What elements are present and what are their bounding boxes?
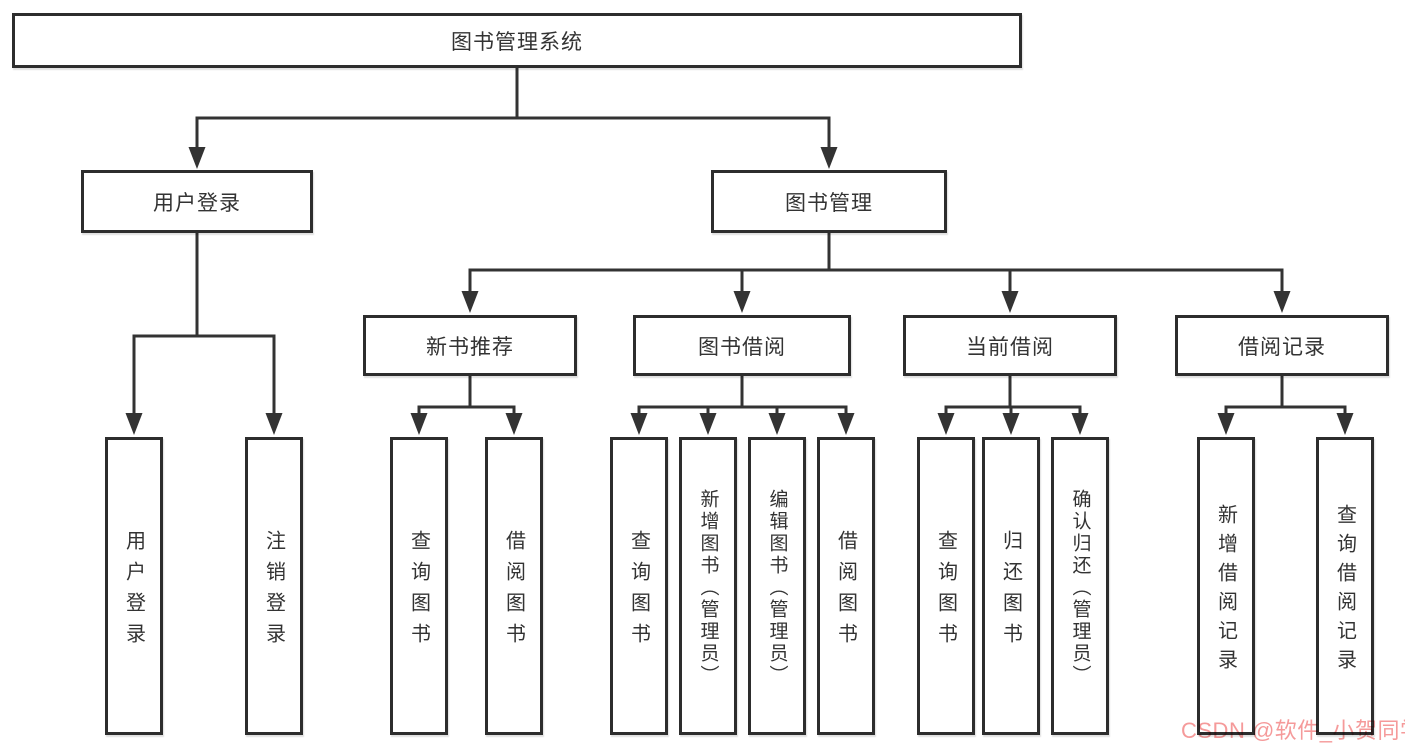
node-label: 用户登录 <box>153 191 241 215</box>
node-book-borrowing: 图书借阅 <box>633 315 851 376</box>
leaf-add-book-admin: 新增图书（管理员） <box>679 437 737 735</box>
leaf-logout: 注销登录 <box>245 437 303 735</box>
leaf-query-borrow-record: 查询借阅记录 <box>1316 437 1374 735</box>
leaf-label: 归还图书 <box>999 529 1022 654</box>
leaf-add-borrow-record: 新增借阅记录 <box>1197 437 1255 735</box>
node-new-book-recommend: 新书推荐 <box>363 315 577 376</box>
leaf-label: 借阅图书 <box>834 529 857 654</box>
leaf-query-books-recommend: 查询图书 <box>390 437 448 735</box>
node-current-borrowing: 当前借阅 <box>903 315 1117 376</box>
leaf-query-books-borrowing: 查询图书 <box>610 437 668 735</box>
leaf-label: 编辑图书（管理员） <box>766 488 788 687</box>
leaf-query-books-current: 查询图书 <box>917 437 975 735</box>
leaf-label: 用户登录 <box>122 529 145 654</box>
node-label: 图书管理 <box>785 191 873 215</box>
leaf-label: 查询借阅记录 <box>1333 503 1356 678</box>
leaf-confirm-return-admin: 确认归还（管理员） <box>1051 437 1109 735</box>
leaf-return-books: 归还图书 <box>982 437 1040 735</box>
leaf-label: 确认归还（管理员） <box>1069 488 1091 687</box>
node-root-library-system: 图书管理系统 <box>12 13 1022 68</box>
leaf-user-login: 用户登录 <box>105 437 163 735</box>
node-book-management: 图书管理 <box>711 170 947 233</box>
leaf-label: 新增图书（管理员） <box>697 488 719 687</box>
leaf-label: 新增借阅记录 <box>1214 503 1237 678</box>
leaf-borrow-books-borrowing: 借阅图书 <box>817 437 875 735</box>
node-label: 借阅记录 <box>1238 335 1326 359</box>
leaf-label: 注销登录 <box>262 529 285 654</box>
node-label: 图书借阅 <box>698 335 786 359</box>
node-label: 图书管理系统 <box>451 30 583 54</box>
leaf-label: 查询图书 <box>627 529 650 654</box>
leaf-label: 查询图书 <box>407 529 430 654</box>
leaf-borrow-books-recommend: 借阅图书 <box>485 437 543 735</box>
arrowheads <box>125 147 1354 435</box>
leaf-edit-book-admin: 编辑图书（管理员） <box>748 437 806 735</box>
node-label: 新书推荐 <box>426 335 514 359</box>
node-user-login: 用户登录 <box>81 170 313 233</box>
node-label: 当前借阅 <box>966 335 1054 359</box>
node-borrowing-records: 借阅记录 <box>1175 315 1389 376</box>
leaf-label: 查询图书 <box>934 529 957 654</box>
leaf-label: 借阅图书 <box>502 529 525 654</box>
csdn-watermark: CSDN @软件_小贺同学 <box>1181 718 1405 743</box>
